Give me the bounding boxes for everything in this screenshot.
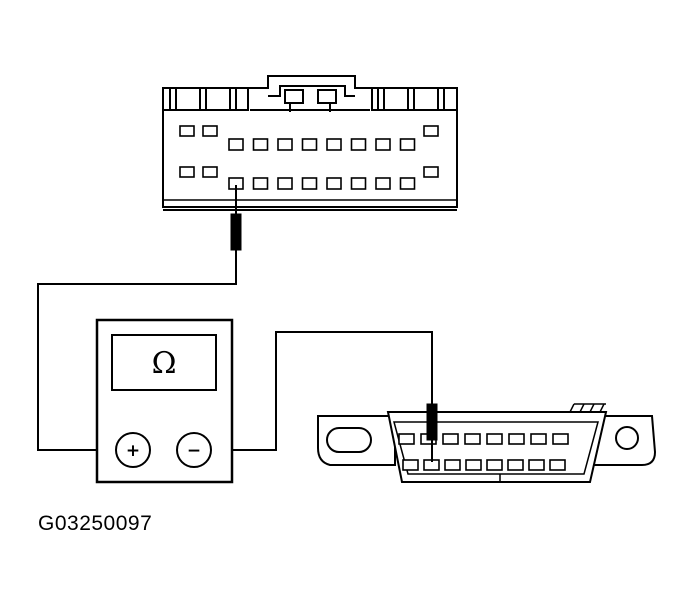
diagnostic-pin — [444, 459, 461, 471]
connector-pin — [252, 138, 269, 151]
connector-pin — [301, 177, 318, 190]
diagnostic-pin — [552, 433, 569, 445]
connector-pin — [350, 177, 367, 190]
connector-pin — [375, 138, 391, 151]
diagnostic-pin — [549, 459, 566, 471]
diagnostic-pin — [398, 433, 415, 445]
connector-pin — [277, 177, 293, 190]
diagnostic-pin — [486, 459, 503, 471]
ohm-symbol: Ω — [152, 346, 177, 381]
connector-pin — [301, 138, 318, 151]
negative-lead-wire — [212, 331, 433, 462]
connector-pin — [179, 166, 195, 178]
test-leads — [37, 185, 433, 462]
negative-terminal — [176, 432, 212, 468]
connector-pin — [326, 177, 342, 190]
diagnostic-pin — [402, 459, 419, 471]
diagnostic-pin — [530, 433, 547, 445]
ohmmeter-display — [111, 334, 217, 391]
connector-pin — [399, 138, 416, 151]
connector-pin — [350, 138, 367, 151]
positive-terminal-label: + — [126, 441, 140, 461]
positive-lead-wire — [37, 185, 237, 451]
positive-probe — [230, 213, 242, 251]
connector-pin — [375, 177, 391, 190]
diagnostic-pin — [508, 433, 525, 445]
connector-pin — [423, 125, 439, 137]
ohmmeter: Ω + − — [95, 318, 234, 484]
connector-pin — [179, 125, 195, 137]
connector-pin — [252, 177, 269, 190]
connector-pin — [228, 138, 244, 151]
positive-terminal — [115, 432, 151, 468]
connector-pin — [423, 166, 439, 178]
connector-pin — [277, 138, 293, 151]
diagnostic-pin — [528, 459, 545, 471]
diagnostic-pin — [442, 433, 459, 445]
negative-terminal-label: − — [187, 441, 201, 461]
connector-pin — [202, 166, 218, 178]
diagnostic-pin — [464, 433, 481, 445]
connector-pin — [202, 125, 218, 137]
negative-probe — [426, 403, 438, 441]
diagnostic-pin — [507, 459, 524, 471]
diagnostic-pin — [486, 433, 503, 445]
connector-pin — [326, 138, 342, 151]
diagnostic-pin — [465, 459, 482, 471]
figure-code: G03250097 — [38, 512, 153, 535]
connector-pin — [399, 177, 416, 190]
upper-connector-pins — [179, 125, 439, 190]
